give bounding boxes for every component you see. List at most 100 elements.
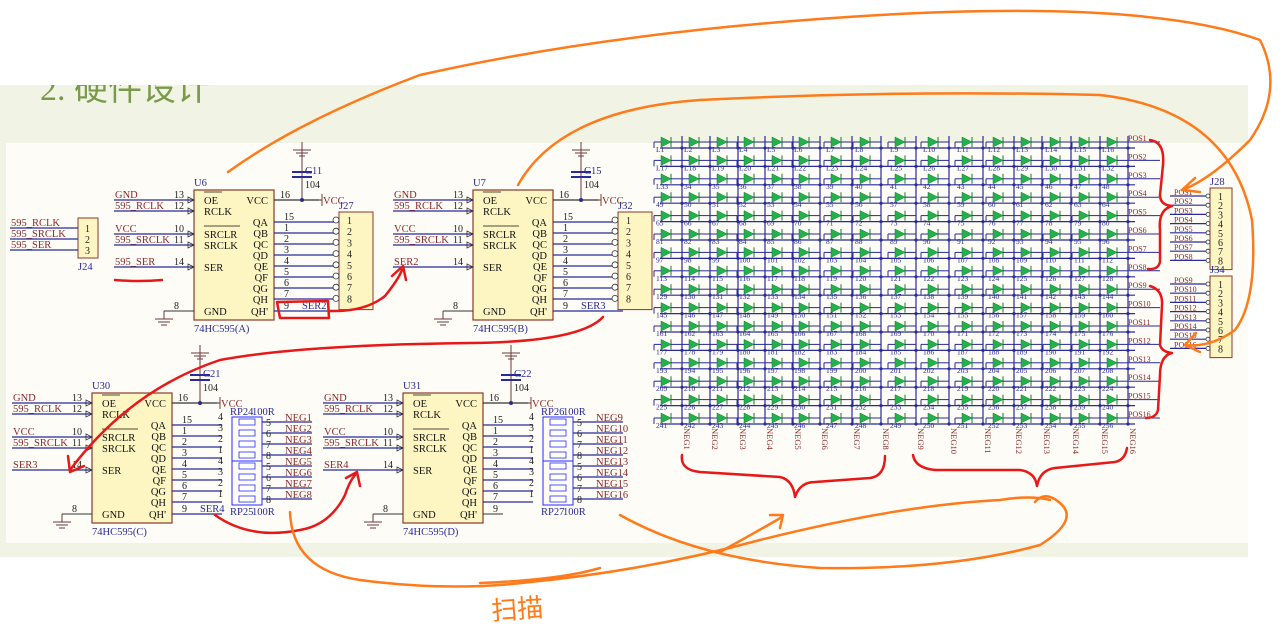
led: 39	[823, 173, 854, 191]
led: 113	[653, 265, 684, 283]
led-label: 66	[684, 219, 692, 228]
led: 134	[791, 283, 822, 301]
led-label: L26	[923, 163, 935, 172]
led-label: L30	[1045, 163, 1057, 172]
led-label: 135	[826, 292, 838, 301]
led: 91	[954, 228, 985, 246]
pin-circle	[1205, 345, 1211, 351]
led: 128	[1099, 265, 1130, 283]
led: 190	[1042, 338, 1073, 356]
led-label: 211	[712, 384, 723, 393]
led: 92	[985, 228, 1016, 246]
led: 35	[709, 173, 740, 191]
led-label: 177	[656, 347, 668, 356]
led-label: 36	[739, 182, 747, 191]
led: 57	[887, 191, 918, 209]
pin-name: QD	[253, 251, 269, 262]
led-label: 178	[684, 347, 696, 356]
led-label: 159	[1074, 311, 1086, 320]
chip-part: 74HC595(B)	[473, 324, 528, 335]
column-net-label: NEG14	[1071, 428, 1081, 455]
led-label: 124	[988, 274, 1000, 283]
junction-dot	[914, 422, 918, 426]
led: 231	[823, 394, 854, 412]
cap-ref: C22	[514, 369, 532, 380]
pin-arrow	[466, 207, 474, 215]
junction-dot	[1126, 164, 1130, 168]
led-label: 222	[1045, 384, 1057, 393]
column-net-label: NEG13	[1042, 428, 1052, 454]
led: 36	[736, 173, 767, 191]
led-label: 62	[1045, 200, 1053, 209]
led-label: 232	[855, 403, 867, 412]
pin-name: QG	[151, 487, 167, 498]
net-label: POS7	[1174, 243, 1193, 252]
connector-pin: 7	[626, 283, 631, 294]
column-net-label: NEG7	[852, 428, 862, 450]
pin-name: RCLK	[413, 410, 441, 421]
led: L30	[1042, 154, 1073, 172]
cap-ref: C11	[305, 166, 322, 177]
led-label: 86	[794, 237, 802, 246]
led: 247	[823, 412, 854, 430]
led-label: 219	[957, 384, 969, 393]
pin-name: QH	[253, 295, 269, 306]
led-label: 147	[712, 311, 724, 320]
net-label: POS1	[1174, 188, 1193, 197]
led: 117	[764, 265, 795, 283]
led: 135	[823, 283, 854, 301]
led: 246	[791, 412, 822, 430]
led-label: 234	[923, 403, 935, 412]
junction-dot	[879, 312, 883, 316]
pin-number: 14	[174, 257, 184, 268]
led: 210	[681, 375, 712, 393]
net-label: POS14	[1174, 322, 1197, 331]
resistor-icon	[549, 429, 567, 437]
net-label: NEG15	[596, 479, 628, 490]
pin-arrow	[466, 196, 474, 204]
rp-pin: 3	[218, 423, 223, 434]
led-label: 145	[656, 311, 668, 320]
led: 207	[1071, 357, 1102, 375]
rp-value-bottom: 100R	[252, 507, 275, 518]
led: 60	[985, 191, 1016, 209]
led-label: L12	[988, 145, 1000, 154]
junction-dot	[1126, 293, 1130, 297]
junction-dot	[981, 385, 985, 389]
led: 44	[985, 173, 1016, 191]
led: L20	[736, 154, 767, 172]
led: 74	[920, 210, 951, 228]
led-label: 154	[923, 311, 935, 320]
led-label: 80	[1102, 219, 1110, 228]
brace-neg1-8	[680, 453, 887, 499]
junction-dot	[947, 146, 951, 150]
led-label: 233	[890, 403, 902, 412]
pin-number: 11	[383, 438, 393, 449]
led-label: 131	[712, 292, 724, 301]
pin-number: 7	[563, 289, 568, 300]
arrow-ser3	[66, 315, 605, 474]
column-net-label: NEG1	[682, 428, 692, 450]
column-net-label: NEG16	[1128, 428, 1138, 454]
led-label: 132	[739, 292, 751, 301]
led-label: L24	[855, 163, 867, 172]
led-label: L18	[684, 163, 696, 172]
pin-number: 13	[174, 190, 184, 201]
led: 189	[1013, 338, 1044, 356]
led-label: 47	[1074, 182, 1082, 191]
junction-dot	[914, 201, 918, 205]
led-label: 139	[957, 292, 969, 301]
led-label: 114	[684, 274, 695, 283]
led-label: 118	[794, 274, 805, 283]
led-label: 150	[794, 311, 806, 320]
led-label: 204	[988, 366, 1000, 375]
led-label: 231	[826, 403, 838, 412]
junction-dot	[981, 275, 985, 279]
pin-name: QB	[532, 229, 547, 240]
led: 193	[653, 357, 684, 375]
junction-dot	[818, 256, 822, 260]
junction-dot	[818, 404, 822, 408]
junction-dot	[947, 183, 951, 187]
vcc-label: VCC	[221, 399, 243, 410]
